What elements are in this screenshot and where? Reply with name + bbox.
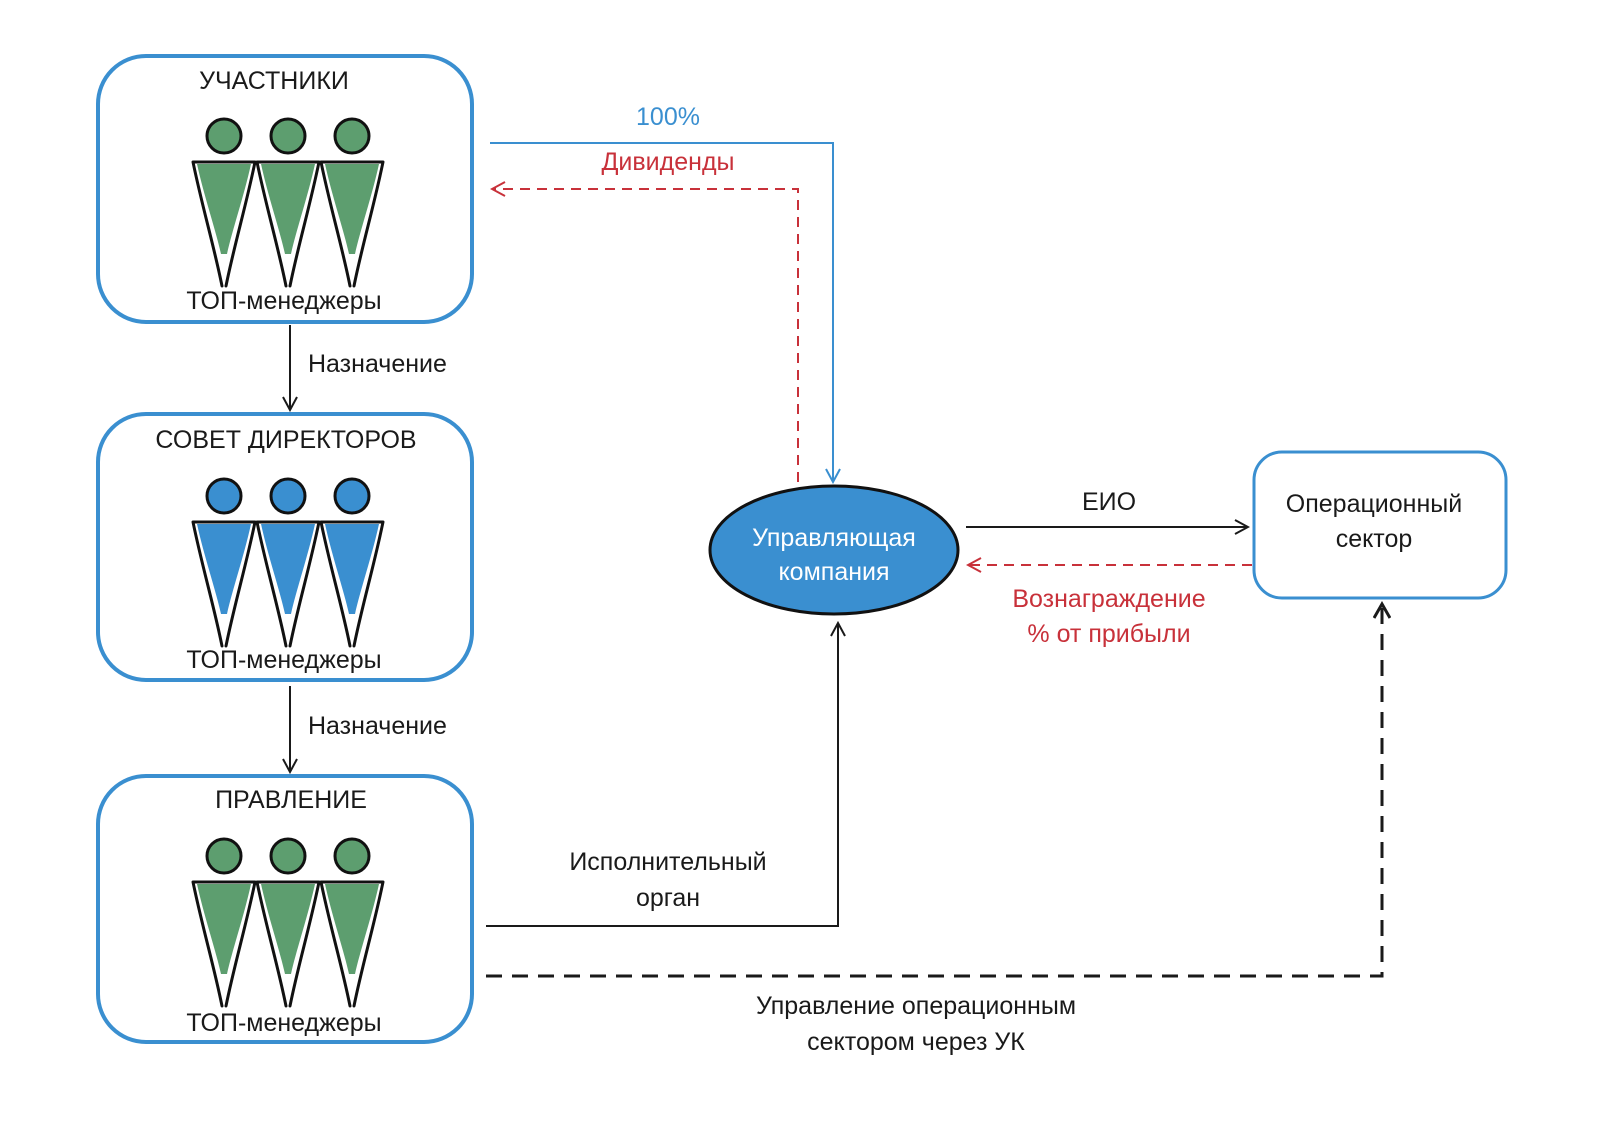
person-figure [255, 837, 321, 1008]
node-shape [1252, 450, 1508, 600]
arrow-line [486, 623, 838, 927]
edge-label: ЕИО [1082, 488, 1136, 516]
node-label-line1: Управляющая [752, 524, 916, 552]
person-head [269, 117, 307, 155]
person-outline [191, 160, 257, 288]
group-caption: ТОП-менеджеры [186, 1009, 381, 1037]
person-outline [191, 520, 257, 648]
edge-label: Назначение [308, 350, 447, 378]
group-box [96, 54, 474, 324]
edge-dividends: Дивиденды [492, 148, 799, 482]
person-body [197, 524, 251, 614]
person-outline [191, 880, 257, 1008]
node-managing-company: Управляющая компания [708, 484, 960, 616]
person-outline [255, 880, 321, 1008]
edge-label-line2: сектором через УК [807, 1028, 1025, 1056]
person-body [197, 884, 251, 974]
group-title: ПРАВЛЕНИЕ [215, 786, 367, 814]
person-outline [255, 160, 321, 288]
edge-label: Дивиденды [602, 148, 735, 176]
edge-label-line1: Вознаграждение [1012, 585, 1205, 613]
person-head [205, 837, 243, 875]
edge-appointment-1: Назначение [290, 325, 447, 410]
node-label-line2: сектор [1336, 525, 1413, 553]
person-outline [255, 520, 321, 648]
person-figure [191, 837, 257, 1008]
person-figure [319, 477, 385, 648]
people-icon [191, 477, 385, 648]
node-label-line2: компания [778, 558, 889, 586]
person-figure [191, 477, 257, 648]
group-title: УЧАСТНИКИ [199, 67, 349, 95]
person-figure [319, 117, 385, 288]
person-head [269, 837, 307, 875]
arrow-line [492, 189, 799, 482]
person-body [325, 164, 379, 254]
group-board-of-directors: СОВЕТ ДИРЕКТОРОВ ТОП-менеджеры [96, 412, 474, 682]
edge-ownership: 100% [490, 103, 833, 482]
person-head [205, 477, 243, 515]
edge-eio: ЕИО [966, 488, 1248, 527]
edge-label: 100% [636, 103, 700, 131]
person-figure [255, 117, 321, 288]
person-head [205, 117, 243, 155]
person-head [333, 117, 371, 155]
person-body [261, 164, 315, 254]
node-operational-sector: Операционный сектор [1252, 450, 1508, 600]
people-icon [191, 837, 385, 1008]
person-head [333, 477, 371, 515]
edge-executive-body: Исполнительный орган [486, 623, 838, 927]
group-box [96, 774, 474, 1044]
arrow-line [490, 142, 833, 482]
node-shape [708, 484, 960, 616]
edge-reward: Вознаграждение % от прибыли [968, 565, 1252, 648]
person-body [261, 524, 315, 614]
person-figure [319, 837, 385, 1008]
person-body [261, 884, 315, 974]
group-management-board: ПРАВЛЕНИЕ ТОП-менеджеры [96, 774, 474, 1044]
group-participants: УЧАСТНИКИ ТОП-менеджеры [96, 54, 474, 324]
group-box [96, 412, 474, 682]
person-head [269, 477, 307, 515]
person-figure [255, 477, 321, 648]
edge-label-line2: орган [636, 884, 700, 912]
person-body [325, 884, 379, 974]
edge-operational-control: Управление операционным сектором через У… [486, 604, 1382, 1056]
people-icon [191, 117, 385, 288]
arrow-line [486, 604, 1382, 978]
edge-label-line2: % от прибыли [1027, 620, 1190, 648]
edge-label-line1: Управление операционным [756, 992, 1076, 1020]
person-figure [191, 117, 257, 288]
group-title: СОВЕТ ДИРЕКТОРОВ [155, 426, 416, 454]
person-head [333, 837, 371, 875]
person-outline [319, 520, 385, 648]
node-label-line1: Операционный [1286, 490, 1462, 518]
person-outline [319, 160, 385, 288]
edge-label-line1: Исполнительный [569, 848, 766, 876]
group-caption: ТОП-менеджеры [186, 646, 381, 674]
edge-appointment-2: Назначение [290, 686, 447, 772]
person-outline [319, 880, 385, 1008]
person-body [325, 524, 379, 614]
person-body [197, 164, 251, 254]
group-caption: ТОП-менеджеры [186, 287, 381, 315]
edge-label: Назначение [308, 712, 447, 740]
